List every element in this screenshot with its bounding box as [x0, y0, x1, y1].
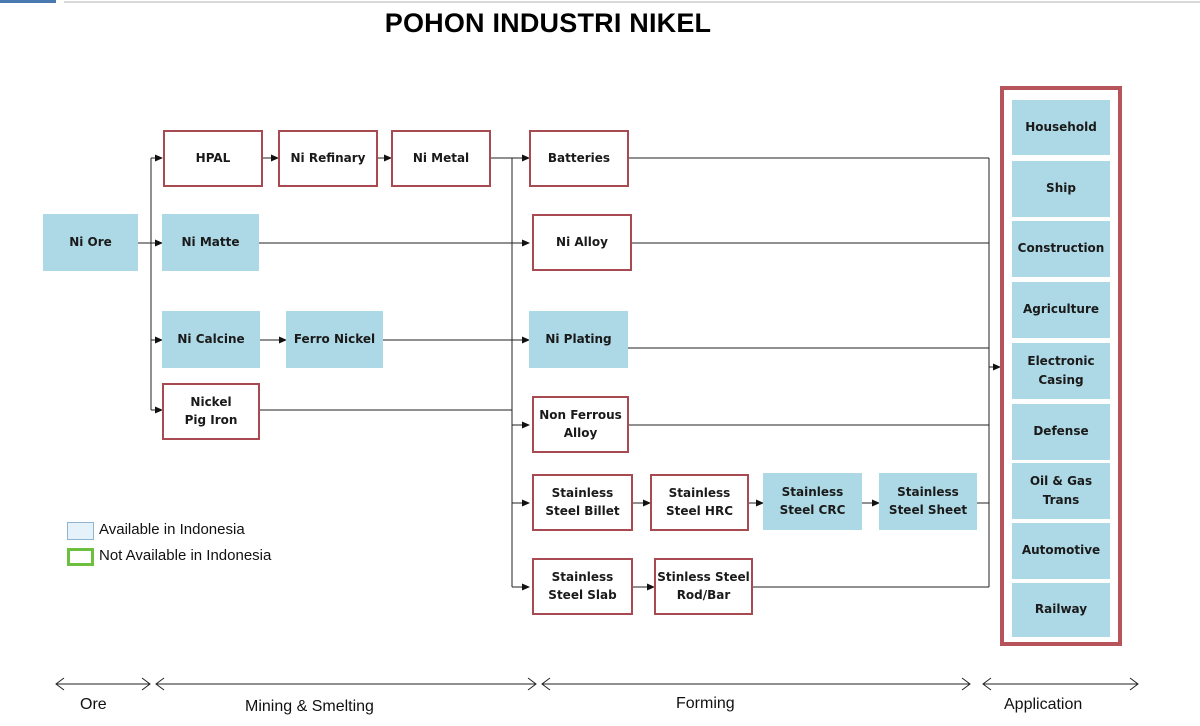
stage-mining-label: Mining & Smelting	[245, 698, 374, 715]
node-stinless-steel-rod-bar: Stinless Steel Rod/Bar	[654, 558, 753, 615]
node-ni-matte: Ni Matte	[162, 214, 259, 271]
node-line: Alloy	[563, 425, 598, 440]
node-line: Steel Slab	[548, 587, 617, 602]
node-line: Steel Sheet	[888, 502, 968, 517]
node-line: Steel Billet	[545, 503, 620, 518]
application-item-line: Defense	[1033, 424, 1089, 439]
application-item-line: Agriculture	[1022, 302, 1099, 317]
node-line: Stainless	[551, 486, 614, 501]
node-stainless-steel-hrc: Stainless Steel HRC	[650, 474, 749, 531]
application-item-line: Ship	[1046, 181, 1076, 196]
stage-application-label: Application	[1004, 696, 1083, 713]
node-line: Stainless	[781, 485, 844, 500]
legend-not-available-swatch	[67, 548, 94, 566]
node-ni-calcine: Ni Calcine	[162, 311, 260, 368]
node-line: Steel HRC	[665, 503, 734, 518]
node-ni-alloy: Ni Alloy	[532, 214, 632, 271]
node-nickel-pig-iron: Nickel Pig Iron	[162, 383, 260, 440]
node-stainless-steel-sheet: Stainless Steel Sheet	[879, 473, 977, 530]
node-line: Pig Iron	[184, 412, 238, 427]
application-item-label: Household	[1025, 118, 1097, 137]
node-line: Stainless	[551, 570, 614, 585]
application-item: Household	[1012, 100, 1110, 155]
node-ni-plating: Ni Plating	[529, 311, 628, 368]
node-line: Nickel	[190, 395, 232, 410]
node-ni-metal: Ni Metal	[391, 130, 491, 187]
legend-available-label: Available in Indonesia	[99, 521, 245, 538]
application-item-label: Defense	[1033, 422, 1088, 441]
legend-available-swatch	[67, 522, 94, 540]
node-hpal: HPAL	[163, 130, 263, 187]
node-stainless-steel-slab: Stainless Steel Slab	[532, 558, 633, 615]
node-line: Steel CRC	[779, 502, 846, 517]
node-ni-refinary: Ni Refinary	[278, 130, 378, 187]
header-rule	[64, 1, 1200, 3]
application-item-line: Railway	[1034, 602, 1088, 617]
node-ni-ore: Ni Ore	[43, 214, 138, 271]
application-item-line: Trans	[1042, 493, 1080, 507]
node-ferro-nickel: Ferro Nickel	[286, 311, 383, 368]
node-batteries: Batteries	[529, 130, 629, 187]
node-line: Stainless	[897, 485, 959, 500]
application-item: Automotive	[1012, 523, 1110, 579]
stage-ore-label: Ore	[80, 696, 107, 713]
node-line: Rod/Bar	[676, 587, 731, 602]
node-line: Stainless	[668, 486, 731, 501]
page-title: POHON INDUSTRI NIKEL	[384, 8, 712, 38]
application-item: Construction	[1012, 221, 1110, 277]
node-non-ferrous-alloy: Non Ferrous Alloy	[532, 396, 629, 453]
node-line: Stinless Steel	[657, 570, 750, 585]
application-item: Ship	[1012, 161, 1110, 217]
header-accent-bar	[0, 0, 56, 3]
application-item: Railway	[1012, 583, 1110, 637]
application-item-line: Oil & Gas	[1029, 473, 1093, 488]
application-item-line: Automotive	[1021, 543, 1101, 558]
application-item-line: Casing	[1038, 373, 1084, 387]
stage-forming-label: Forming	[676, 695, 735, 712]
application-item-label: Automotive	[1022, 541, 1100, 560]
application-item-label: Railway	[1035, 600, 1087, 619]
legend-not-available-label: Not Available in Indonesia	[99, 547, 272, 564]
node-line: Non Ferrous	[539, 408, 622, 423]
application-item-line: Household	[1025, 119, 1097, 134]
application-item-label: Construction	[1018, 239, 1105, 258]
node-stainless-steel-crc: Stainless Steel CRC	[763, 473, 862, 530]
application-item: Agriculture	[1012, 282, 1110, 338]
application-item-label: Agriculture	[1023, 300, 1099, 319]
application-item-line: Electronic	[1027, 353, 1095, 368]
application-item-label: Ship	[1046, 179, 1076, 198]
application-item-line: Construction	[1017, 241, 1105, 256]
node-stainless-steel-billet: Stainless Steel Billet	[532, 474, 633, 531]
application-item: Defense	[1012, 404, 1110, 460]
